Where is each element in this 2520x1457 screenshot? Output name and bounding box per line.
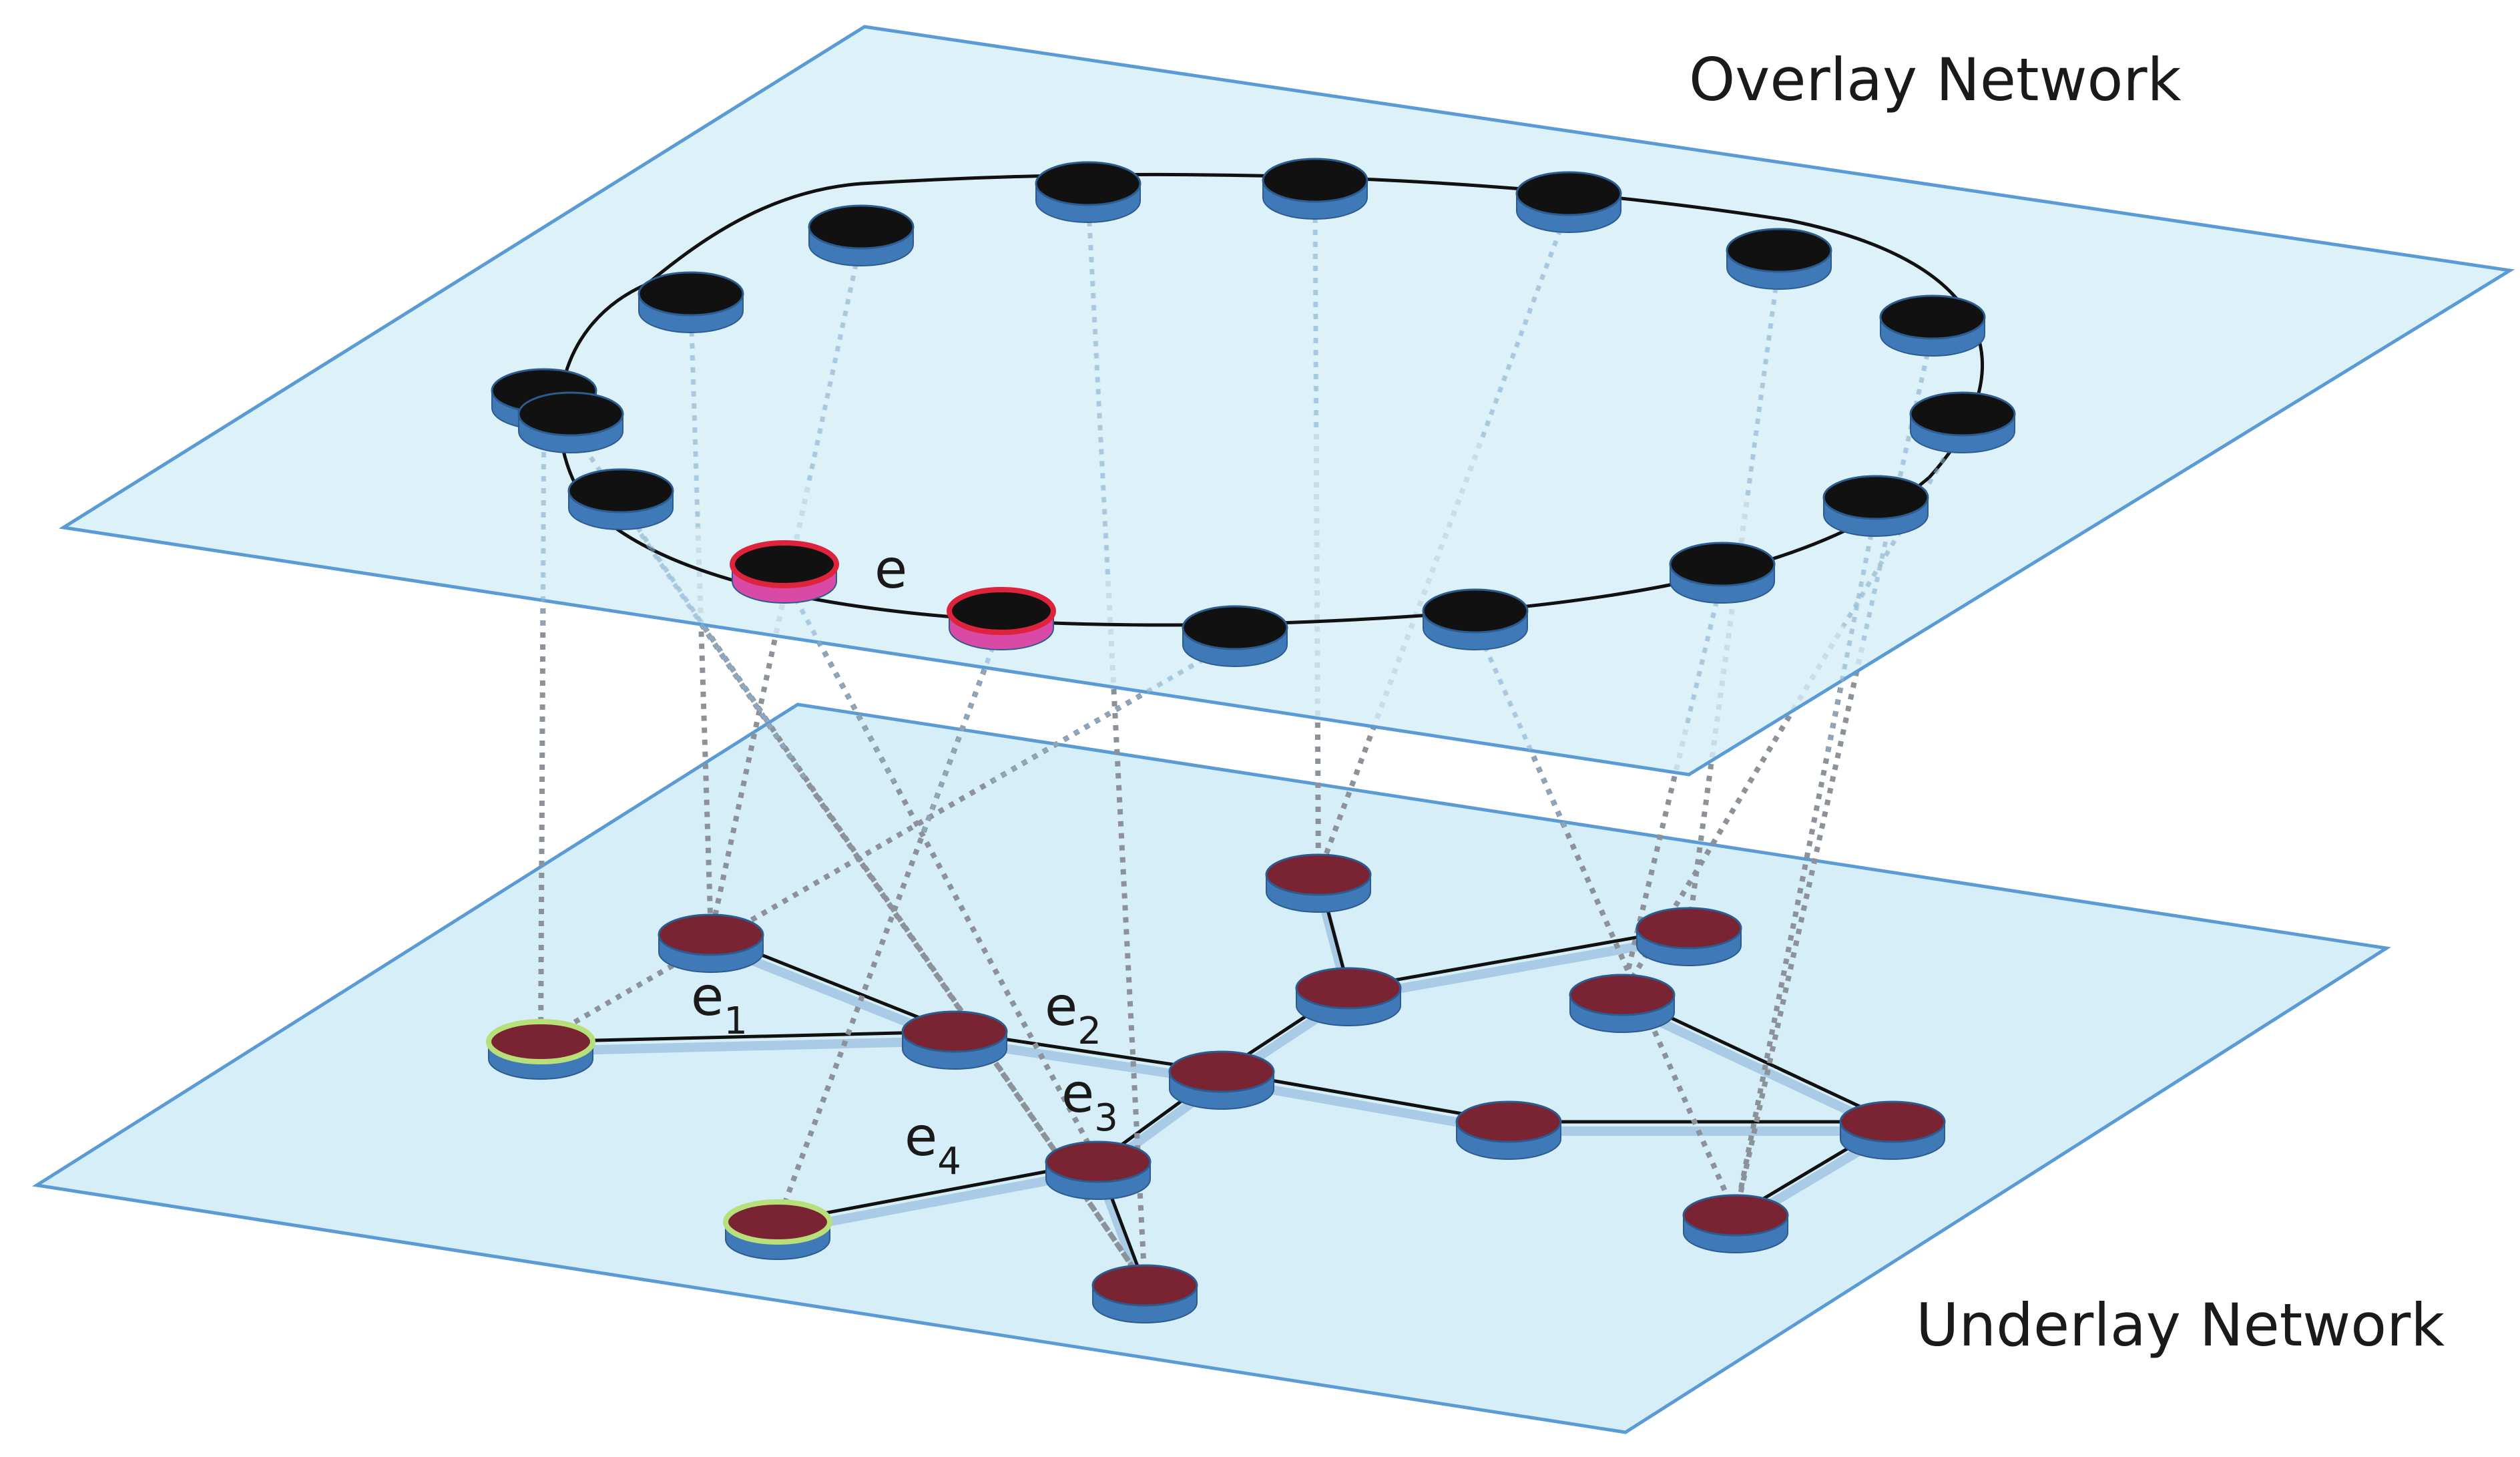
- underlay-node: [1091, 1264, 1198, 1323]
- overlay-node: [1262, 158, 1368, 220]
- e3-sub: 3: [1094, 1096, 1118, 1140]
- node-top: [1515, 171, 1622, 216]
- underlay-node: [1265, 853, 1372, 913]
- underlay-edge-label-e2: e2: [1045, 976, 1101, 1053]
- node-top: [638, 271, 744, 317]
- underlay-edge-shadow: [1617, 1000, 1897, 1136]
- e3-main: e: [1061, 1062, 1094, 1124]
- underlay-edge: [540, 1030, 955, 1044]
- overlay-node: [1909, 391, 2016, 453]
- overlay-node: [1822, 475, 1929, 537]
- underlay-node: [486, 1019, 595, 1080]
- underlay-node: [1682, 1194, 1789, 1253]
- overlay-node: [1422, 588, 1529, 650]
- overlay-edge-label: e: [874, 538, 907, 600]
- mapping-line: [538, 403, 547, 1042]
- underlay-node: [1455, 1100, 1562, 1160]
- node-top: [486, 1019, 595, 1064]
- node-top: [1669, 542, 1776, 587]
- e4-main: e: [905, 1106, 937, 1168]
- node-top: [658, 913, 764, 956]
- e2-main: e: [1045, 976, 1077, 1038]
- node-top: [1262, 158, 1368, 203]
- node-top: [1265, 853, 1372, 896]
- underlay-network-title: Underlay Network: [1916, 1291, 2445, 1360]
- node-top: [1035, 161, 1142, 206]
- mapping-line-top: [1824, 510, 1878, 758]
- node-top: [1682, 1194, 1789, 1237]
- underlay-nodes: [486, 853, 1946, 1323]
- underlay-node: [1168, 1050, 1275, 1110]
- node-top: [1295, 967, 1402, 1010]
- node-top: [730, 540, 839, 588]
- mapping-line: [775, 623, 1004, 1223]
- mapping-line-top: [1841, 426, 1965, 628]
- underlay-node: [723, 1199, 832, 1260]
- underlay-node: [1045, 1140, 1152, 1200]
- e4-sub: 4: [937, 1140, 961, 1183]
- node-top: [723, 1199, 832, 1245]
- underlay-node: [901, 1010, 1008, 1070]
- node-top: [808, 204, 915, 250]
- mapping-line-top: [782, 576, 897, 783]
- overlay-node: [517, 391, 624, 453]
- overlay-plane: [58, 25, 2515, 777]
- underlay-edge: [777, 1160, 1099, 1224]
- overlay-node: [1726, 228, 1832, 290]
- underlay-node: [1635, 907, 1742, 966]
- node-top: [1168, 1050, 1275, 1093]
- underlay-edge-label-e3: e3: [1061, 1062, 1118, 1140]
- overlay-node: [1669, 542, 1776, 604]
- overlay-node: [1515, 171, 1622, 233]
- node-top: [1839, 1100, 1946, 1143]
- node-top: [1726, 228, 1832, 273]
- node-top: [1822, 475, 1929, 520]
- underlay-edge-shadow: [536, 1036, 959, 1056]
- overlay-node: [1879, 294, 1986, 357]
- e2-sub: 2: [1077, 1010, 1101, 1053]
- mapping-line-top: [1473, 623, 1569, 832]
- node-top: [1422, 588, 1529, 634]
- overlay-node: [947, 587, 1056, 650]
- underlay-node: [1569, 974, 1676, 1033]
- overlay-node: [1182, 605, 1288, 667]
- underlay-edge-label-e1: e1: [691, 966, 748, 1043]
- overlay-node: [730, 540, 839, 604]
- underlay-edge: [1348, 926, 1690, 990]
- node-top: [1879, 294, 1986, 340]
- overlay-nodes: [491, 158, 2016, 667]
- node-top: [1909, 391, 2016, 437]
- underlay-node: [658, 913, 764, 973]
- mapping-line-top: [689, 306, 700, 528]
- e1-main: e: [691, 966, 724, 1028]
- mapping-line-top: [1086, 196, 1110, 578]
- underlay-edge-shadow: [1344, 933, 1694, 1002]
- node-top: [567, 468, 674, 513]
- node-top: [1635, 907, 1742, 950]
- node-top: [1045, 1140, 1152, 1183]
- node-top: [1569, 974, 1676, 1016]
- mapping-line: [708, 240, 864, 935]
- node-top: [1091, 1264, 1198, 1307]
- node-top: [947, 587, 1056, 635]
- overlay-node: [638, 271, 744, 333]
- overlay-node: [567, 468, 674, 530]
- node-top: [901, 1010, 1008, 1053]
- mapping-line-top: [1313, 193, 1318, 433]
- node-top: [1455, 1100, 1562, 1143]
- overlay-network-title: Overlay Network: [1689, 45, 2182, 114]
- node-top: [517, 391, 624, 437]
- underlay-node: [1839, 1100, 1946, 1160]
- overlay-node: [1035, 161, 1142, 223]
- mapping-line-top: [921, 623, 1003, 835]
- mapping-line-top: [1745, 263, 1781, 497]
- underlay-node: [1295, 967, 1402, 1026]
- overlay-node: [808, 204, 915, 266]
- mapping-line-top: [1479, 206, 1571, 442]
- node-top: [1182, 605, 1288, 650]
- e1-sub: 1: [724, 1000, 748, 1043]
- underlay-edge-label-e4: e4: [905, 1106, 961, 1183]
- mapping-line-top: [806, 240, 863, 484]
